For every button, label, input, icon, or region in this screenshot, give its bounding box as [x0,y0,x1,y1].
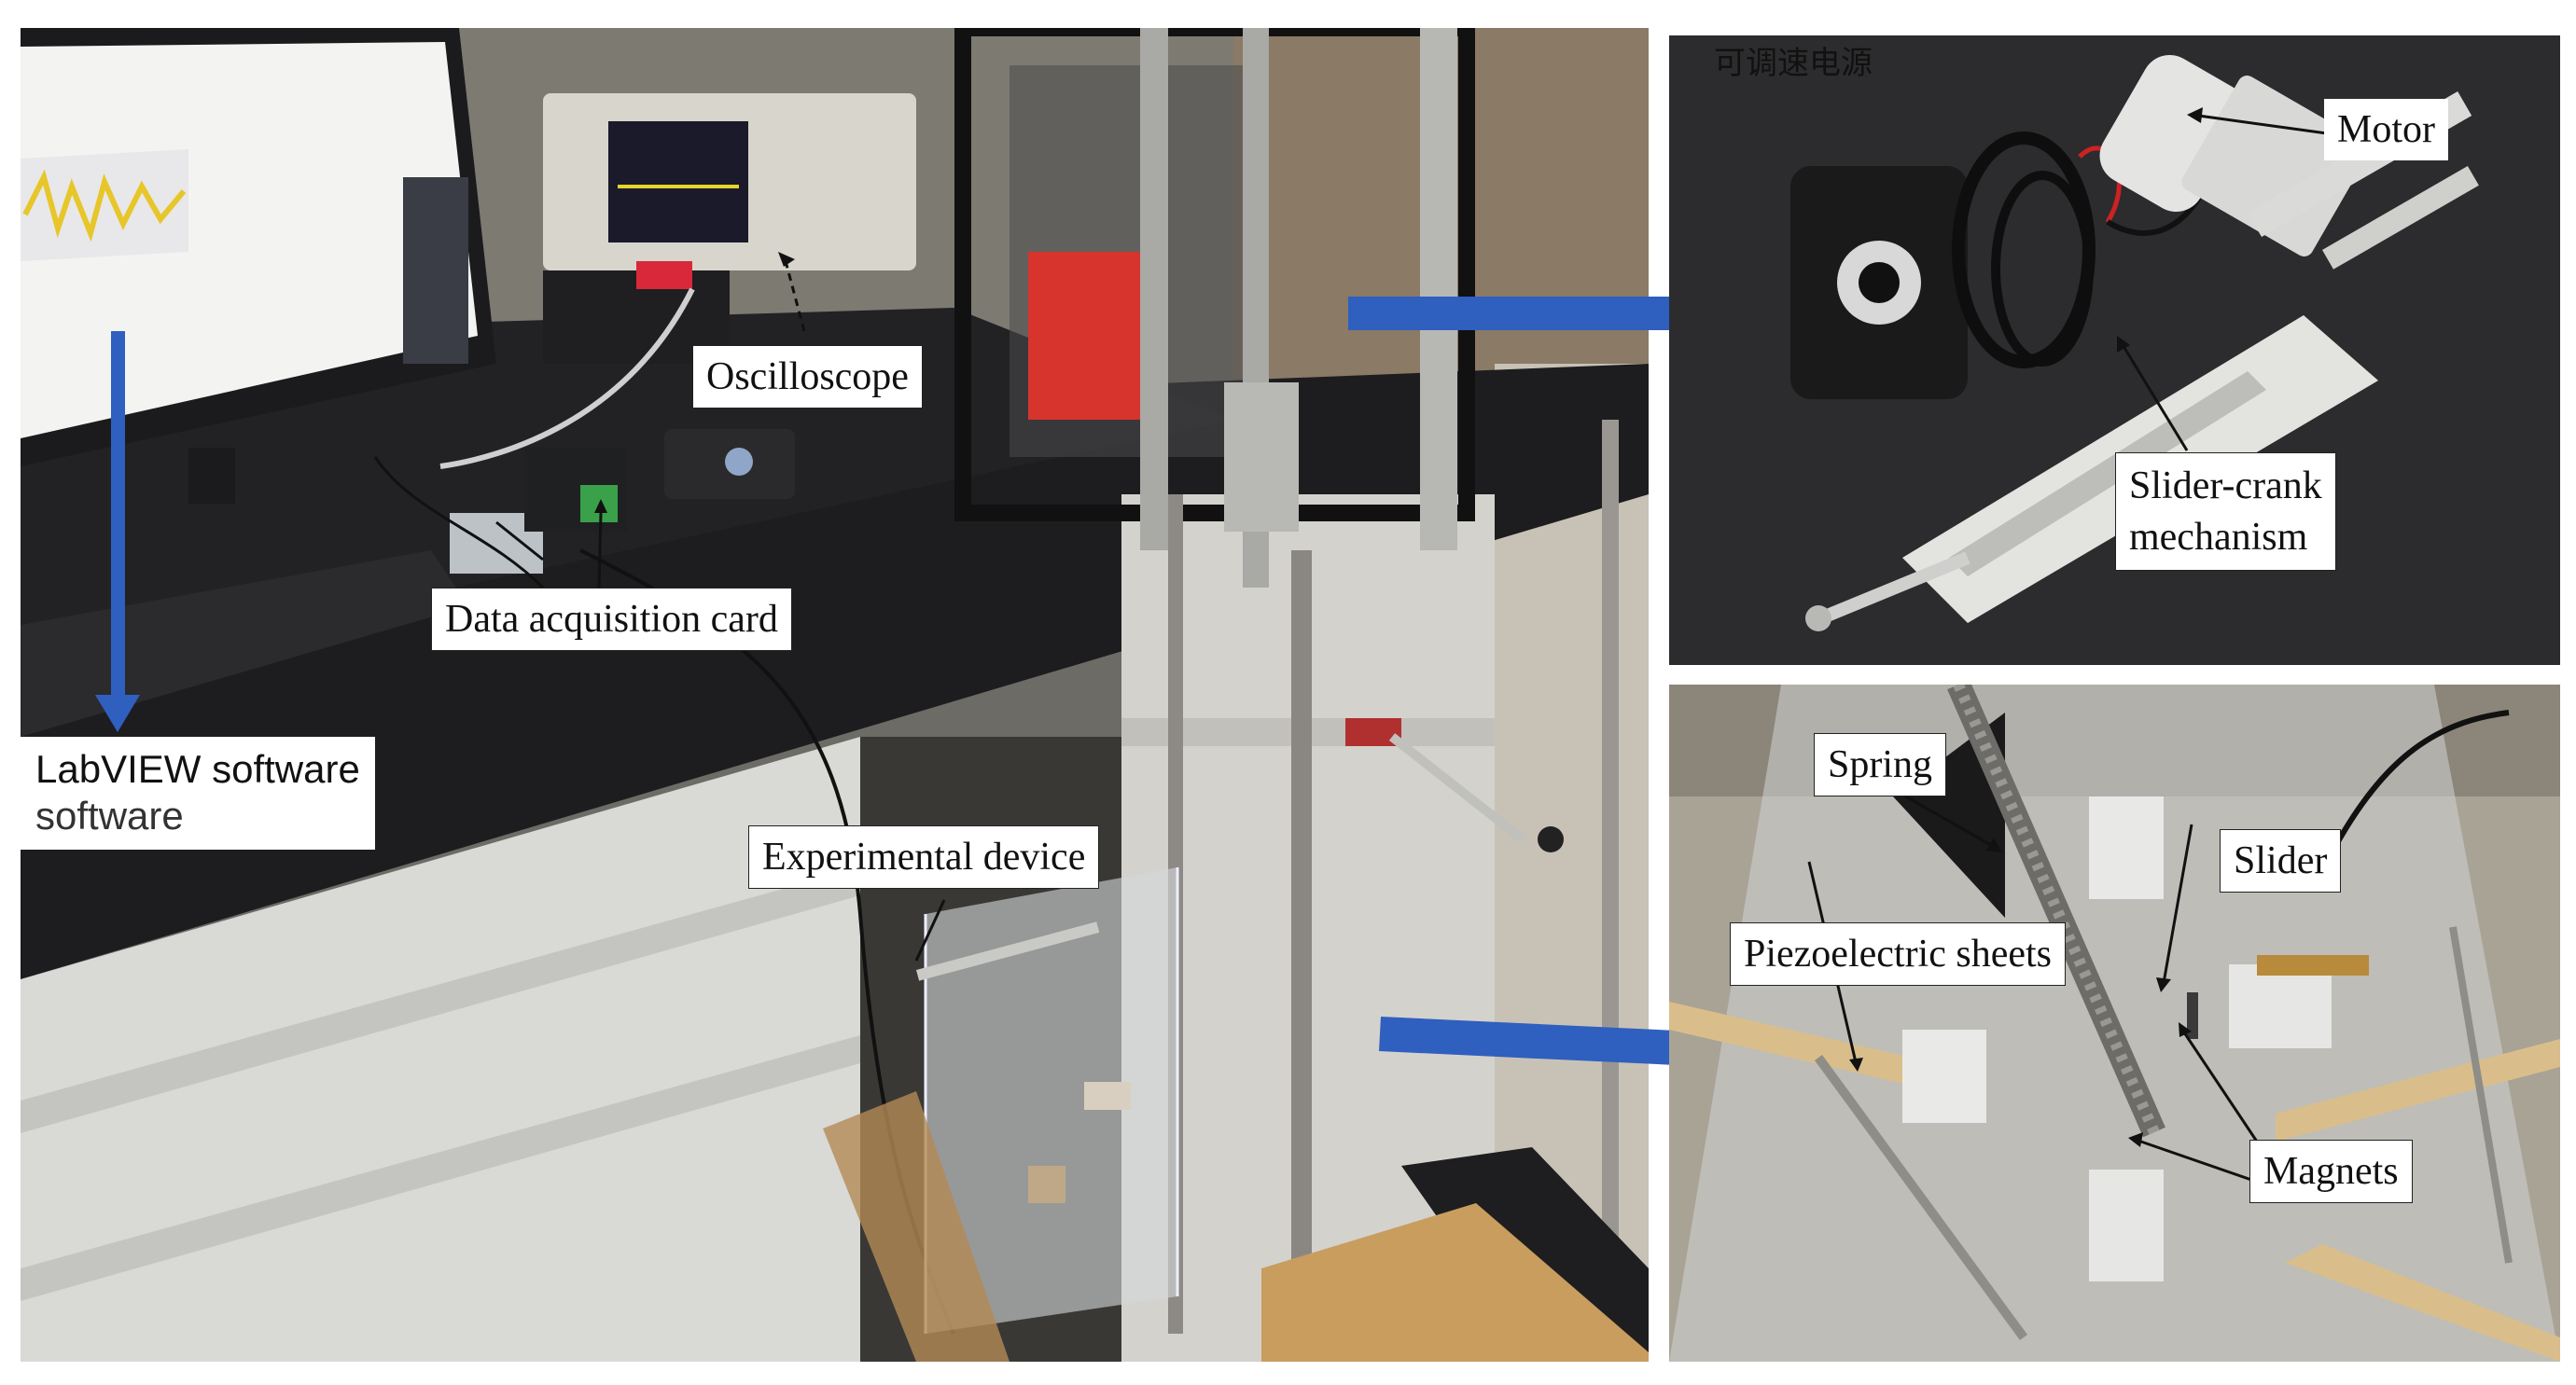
spring-label: Spring [1814,733,1947,797]
pointer-daq-right [597,512,603,589]
arrow-layer-device [1807,753,2277,1190]
slider-crank-label-line2: mechanism [2129,515,2308,559]
labview-label-line1: LabVIEW software [35,747,360,791]
slider-right [2229,964,2332,1048]
pointer-motor [2191,113,2328,135]
acrylic-box [926,867,1177,1334]
pointer-daq-left [495,520,544,561]
pointer-experimental [914,899,946,962]
motor-photo: 可调速电源 Motor Slider-crank mechanism [1669,35,2560,665]
upper-frame [954,28,1475,521]
drawer-cabinet [21,737,860,1362]
piezo-sheets-label: Piezoelectric sheets [1730,922,2067,987]
lab-scene [21,28,1649,1362]
slider-bottom [2089,1170,2164,1281]
slider-label: Slider [2220,829,2342,893]
slider-crank-label-line1: Slider-crank [2129,464,2322,507]
motor-scene [1669,35,2560,665]
power-supply-caption: 可调速电源 [1714,46,1873,81]
pointer-slider [2162,824,2193,984]
labview-label: LabVIEW software software [21,737,375,850]
motor-label: Motor [2324,99,2448,161]
slider-top [2089,796,2164,899]
slider-left [1902,1030,1986,1123]
daq-card-label: Data acquisition card [431,588,792,652]
magnet [2187,992,2198,1039]
pointer-oscilloscope [784,260,806,332]
lab-setup-photo: Oscilloscope Data acquisition card LabVI… [21,28,1649,1362]
monitor-screen [21,42,478,438]
arrow-layer-motor [2117,107,2328,451]
slider-crank-label: Slider-crank mechanism [2115,452,2336,572]
device-closeup-photo: Spring Slider Piezoelectric sheets Magne… [1669,685,2560,1362]
labview-label-line2: software [35,794,184,838]
oscilloscope-label: Oscilloscope [692,345,923,409]
experimental-device-label: Experimental device [748,825,1100,890]
pointer-slider-crank [2120,342,2189,451]
keyboard [21,550,468,737]
lead-screw [1291,550,1312,1334]
arrow-layer-main [95,252,946,962]
magnets-label: Magnets [2249,1140,2413,1204]
down-arrow-labview [95,331,140,732]
